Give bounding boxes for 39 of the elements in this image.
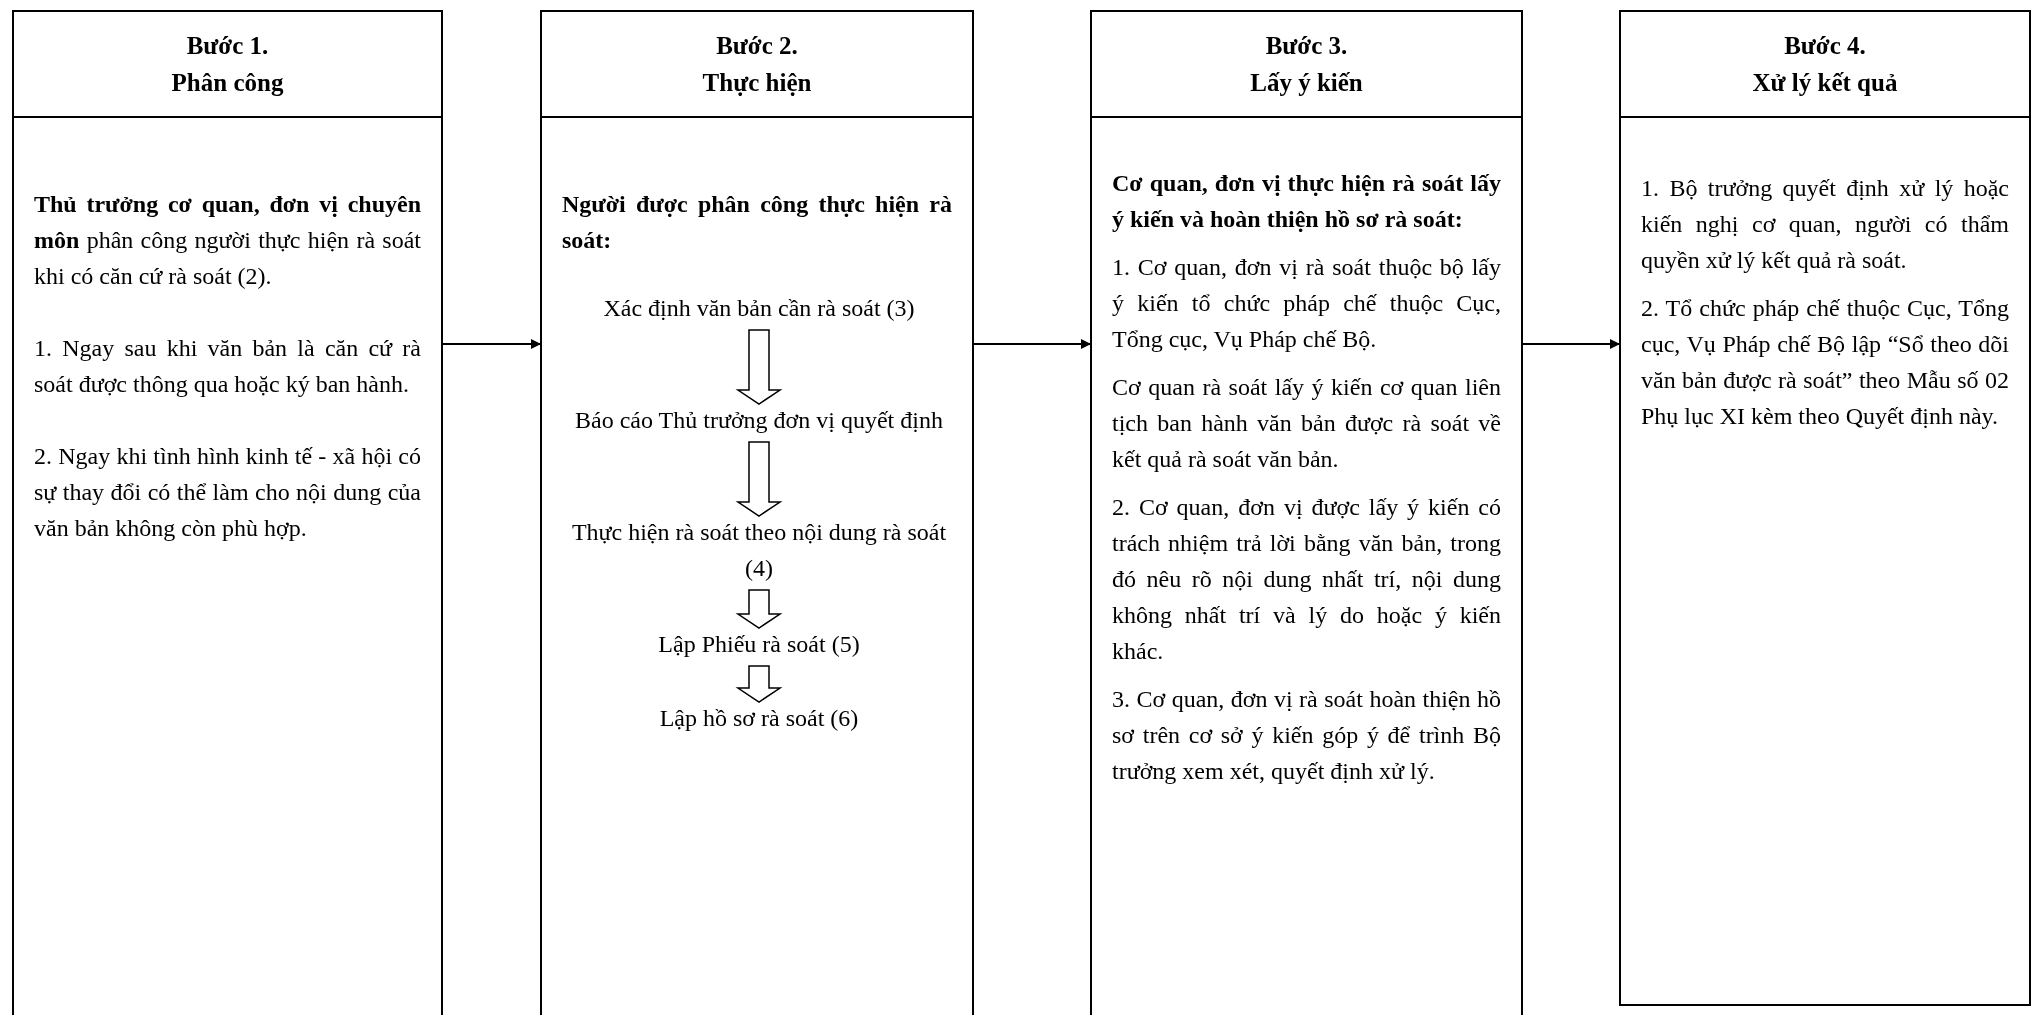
step-title: Bước 2. bbox=[716, 31, 798, 61]
step-body-box bbox=[540, 116, 974, 1015]
substep-text: Xác định văn bản cần rà soát (3) bbox=[569, 290, 949, 326]
step-title: Lấy ý kiến bbox=[1250, 68, 1363, 98]
step-body-box bbox=[12, 116, 443, 1015]
step-header-box bbox=[12, 10, 443, 118]
paragraph: 1. Cơ quan, đơn vị rà soát thuộc bộ lấy ý kiến tổ chức pháp chế thuộc Cục, Tổng cục, Vụ Pháp chế Bộ. bbox=[1112, 253, 1501, 354]
step-title: Bước 1. bbox=[186, 31, 269, 61]
paragraph: 2. Tổ chức pháp chế thuộc Cục, Tổng cục, Vụ Pháp chế Bộ lập “Sổ theo dõi văn bản được rà soát” theo Mẫu số 02 Phụ lục XI kèm theo Quyết định này. bbox=[1641, 294, 2009, 431]
hollow-down-arrow bbox=[735, 441, 783, 517]
step-header-box bbox=[540, 10, 974, 118]
arrow bbox=[973, 339, 1091, 349]
step-header-box bbox=[1090, 10, 1523, 118]
hollow-down-arrow bbox=[735, 589, 783, 629]
paragraph: 2. Ngay khi tình hình kinh tế - xã hội có sự thay đổi có thể làm cho nội dung của văn bản không còn phù hợp. bbox=[34, 442, 421, 543]
substep-text: Thực hiện rà soát theo nội dung rà soát (4) bbox=[569, 514, 949, 586]
hollow-down-arrow bbox=[735, 665, 783, 703]
substep-text: Lập hồ sơ rà soát (6) bbox=[569, 700, 949, 736]
step-title: Bước 4. bbox=[1784, 31, 1866, 61]
paragraph: Cơ quan rà soát lấy ý kiến cơ quan liên tịch ban hành văn bản được rà soát về kết quả rà soát văn bản. bbox=[1112, 373, 1501, 474]
paragraph: 1. Bộ trưởng quyết định xử lý hoặc kiến nghị cơ quan, người có thẩm quyền xử lý kết quả rà soát. bbox=[1641, 174, 2009, 275]
paragraph: Thủ trưởng cơ quan, đơn vị chuyên môn phân công người thực hiện rà soát khi có căn cứ rà soát (2). bbox=[34, 190, 421, 291]
step-title: Phân công bbox=[171, 68, 284, 98]
paragraph: Người được phân công thực hiện rà soát: bbox=[562, 190, 952, 255]
step-body-box bbox=[1619, 116, 2031, 1006]
paragraph: 2. Cơ quan, đơn vị được lấy ý kiến có trách nhiệm trả lời bằng văn bản, trong đó nêu rõ nội dung nhất trí, nội dung không nhất trí và lý do hoặc ý kiến khác. bbox=[1112, 493, 1501, 666]
arrow bbox=[1522, 339, 1620, 349]
step-header-box bbox=[1619, 10, 2031, 118]
paragraph: Cơ quan, đơn vị thực hiện rà soát lấy ý kiến và hoàn thiện hồ sơ rà soát: bbox=[1112, 169, 1501, 234]
hollow-down-arrow bbox=[735, 329, 783, 405]
paragraph: 3. Cơ quan, đơn vị rà soát hoàn thiện hồ sơ trên cơ sở ý kiến góp ý để trình Bộ trưởng xem xét, quyết định xử lý. bbox=[1112, 685, 1501, 786]
substep-text: Lập Phiếu rà soát (5) bbox=[569, 626, 949, 662]
arrow bbox=[442, 339, 541, 349]
step-title: Xử lý kết quả bbox=[1752, 68, 1898, 98]
substep-text: Báo cáo Thủ trưởng đơn vị quyết định bbox=[569, 402, 949, 438]
step-title: Bước 3. bbox=[1265, 31, 1348, 61]
paragraph: 1. Ngay sau khi văn bản là căn cứ rà soát được thông qua hoặc ký ban hành. bbox=[34, 334, 421, 399]
step-title: Thực hiện bbox=[702, 68, 812, 98]
step-body-box bbox=[1090, 116, 1523, 1015]
